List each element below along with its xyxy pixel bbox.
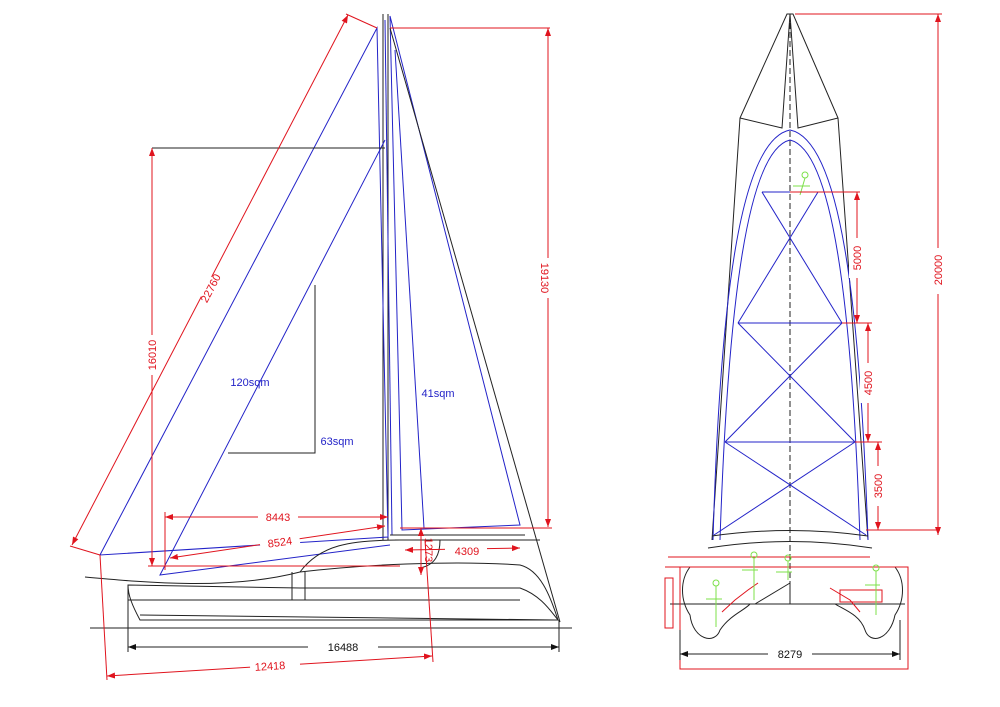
dim-upper: 5000 <box>852 246 864 270</box>
dim-lower: 3500 <box>873 474 885 498</box>
mast-side <box>382 14 393 540</box>
dim-foot-j: 8443 <box>266 512 290 524</box>
staysail-sheet <box>228 285 316 454</box>
dim-middle: 4500 <box>863 371 875 395</box>
mast-arch <box>712 129 869 541</box>
dim-total-height: 20000 <box>933 255 945 286</box>
dim-base: 12418 <box>254 660 285 674</box>
forestay <box>389 27 561 623</box>
dim-boom: 4309 <box>455 546 479 558</box>
main-area-label: 41sqm <box>421 388 454 400</box>
genoa-sail <box>99 26 389 556</box>
bridge-deck <box>665 530 900 568</box>
hulls-front <box>664 566 909 670</box>
dim-loa: 16488 <box>328 642 359 654</box>
genoa-area-label: 120sqm <box>230 377 269 389</box>
staysail-area-label: 63sqm <box>320 436 353 448</box>
dim-beam: 8279 <box>778 649 802 661</box>
hull-side <box>84 534 572 629</box>
dim-fore-height: 16010 <box>147 340 159 371</box>
side-view: 16488 12418 8443 8524 4309 1273 16010 19… <box>69 13 572 681</box>
front-dimensions <box>679 13 942 660</box>
front-view: 5000 4500 3500 20000 8279 <box>664 13 946 670</box>
dim-foot-diag: 8524 <box>267 535 293 550</box>
dim-mast-height: 19130 <box>538 263 550 294</box>
human-figures <box>706 171 880 627</box>
dim-boom-height: 1273 <box>422 538 434 562</box>
mainsail <box>389 15 521 531</box>
